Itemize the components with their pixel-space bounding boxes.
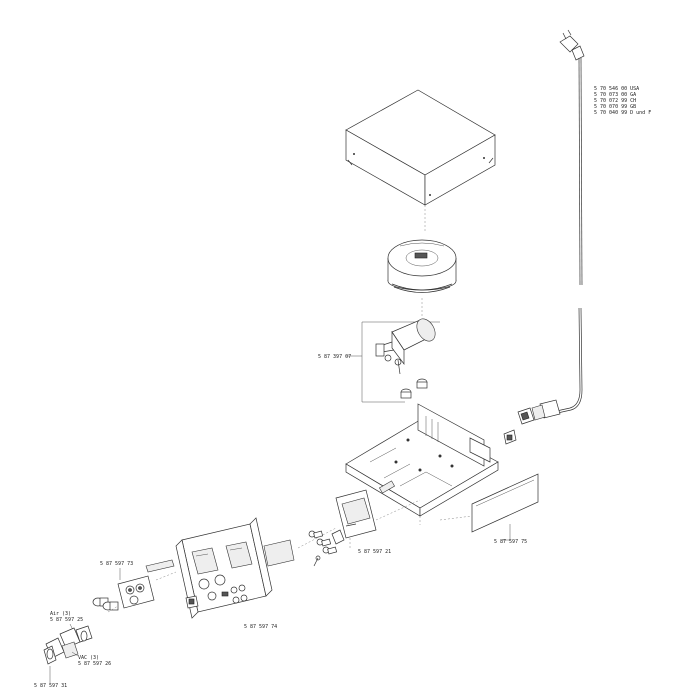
cover-hood (345, 89, 496, 206)
socket-inserts (92, 597, 119, 611)
adapter-plate (335, 489, 377, 539)
rocker-switch (185, 595, 199, 609)
mounting-bushings (400, 378, 428, 399)
adapter-plate-label: 5 87 597 21 (358, 549, 391, 555)
cable-code-0: 5 70 546 00 USA (594, 86, 639, 92)
cable-code-list: 5 70 546 00 USA 5 70 073 00 GA 5 70 072 … (594, 86, 651, 116)
toroidal-transformer (387, 239, 457, 293)
front-panel (175, 517, 273, 619)
rear-panel-label: 5 87 597 75 (494, 539, 527, 545)
explode-guides (107, 499, 473, 613)
vac-label: VAC (3) (78, 655, 99, 661)
rear-panel (471, 473, 539, 533)
vac-code-label: 5 87 597 26 (78, 661, 111, 667)
power-cord (517, 29, 585, 425)
socket-plate-label: 5 87 597 73 (100, 561, 133, 567)
power-switch (503, 429, 517, 445)
cable-code-1: 5 70 073 00 GA (594, 92, 636, 98)
label-sticker (263, 539, 295, 567)
trim-strip (145, 559, 175, 573)
socket-plate (117, 575, 155, 609)
cable-code-2: 5 70 072 99 CH (594, 98, 636, 104)
front-panel-label: 5 87 597 74 (244, 624, 277, 630)
cable-code-4: 5 70 040 99 D und F (594, 110, 651, 116)
air-label: Air (3) (50, 611, 71, 617)
motor-kit-label: 5 87 397 07 (318, 354, 351, 360)
cable-code-3: 5 70 070 99 GB (594, 104, 636, 110)
bottom-code-label: 5 87 597 31 (34, 683, 67, 689)
air-code-label: 5 87 597 25 (50, 617, 83, 623)
connector-set (308, 529, 345, 567)
air-vac-couplings (43, 625, 93, 665)
motor-kit (361, 318, 440, 403)
base-chassis (345, 403, 499, 517)
